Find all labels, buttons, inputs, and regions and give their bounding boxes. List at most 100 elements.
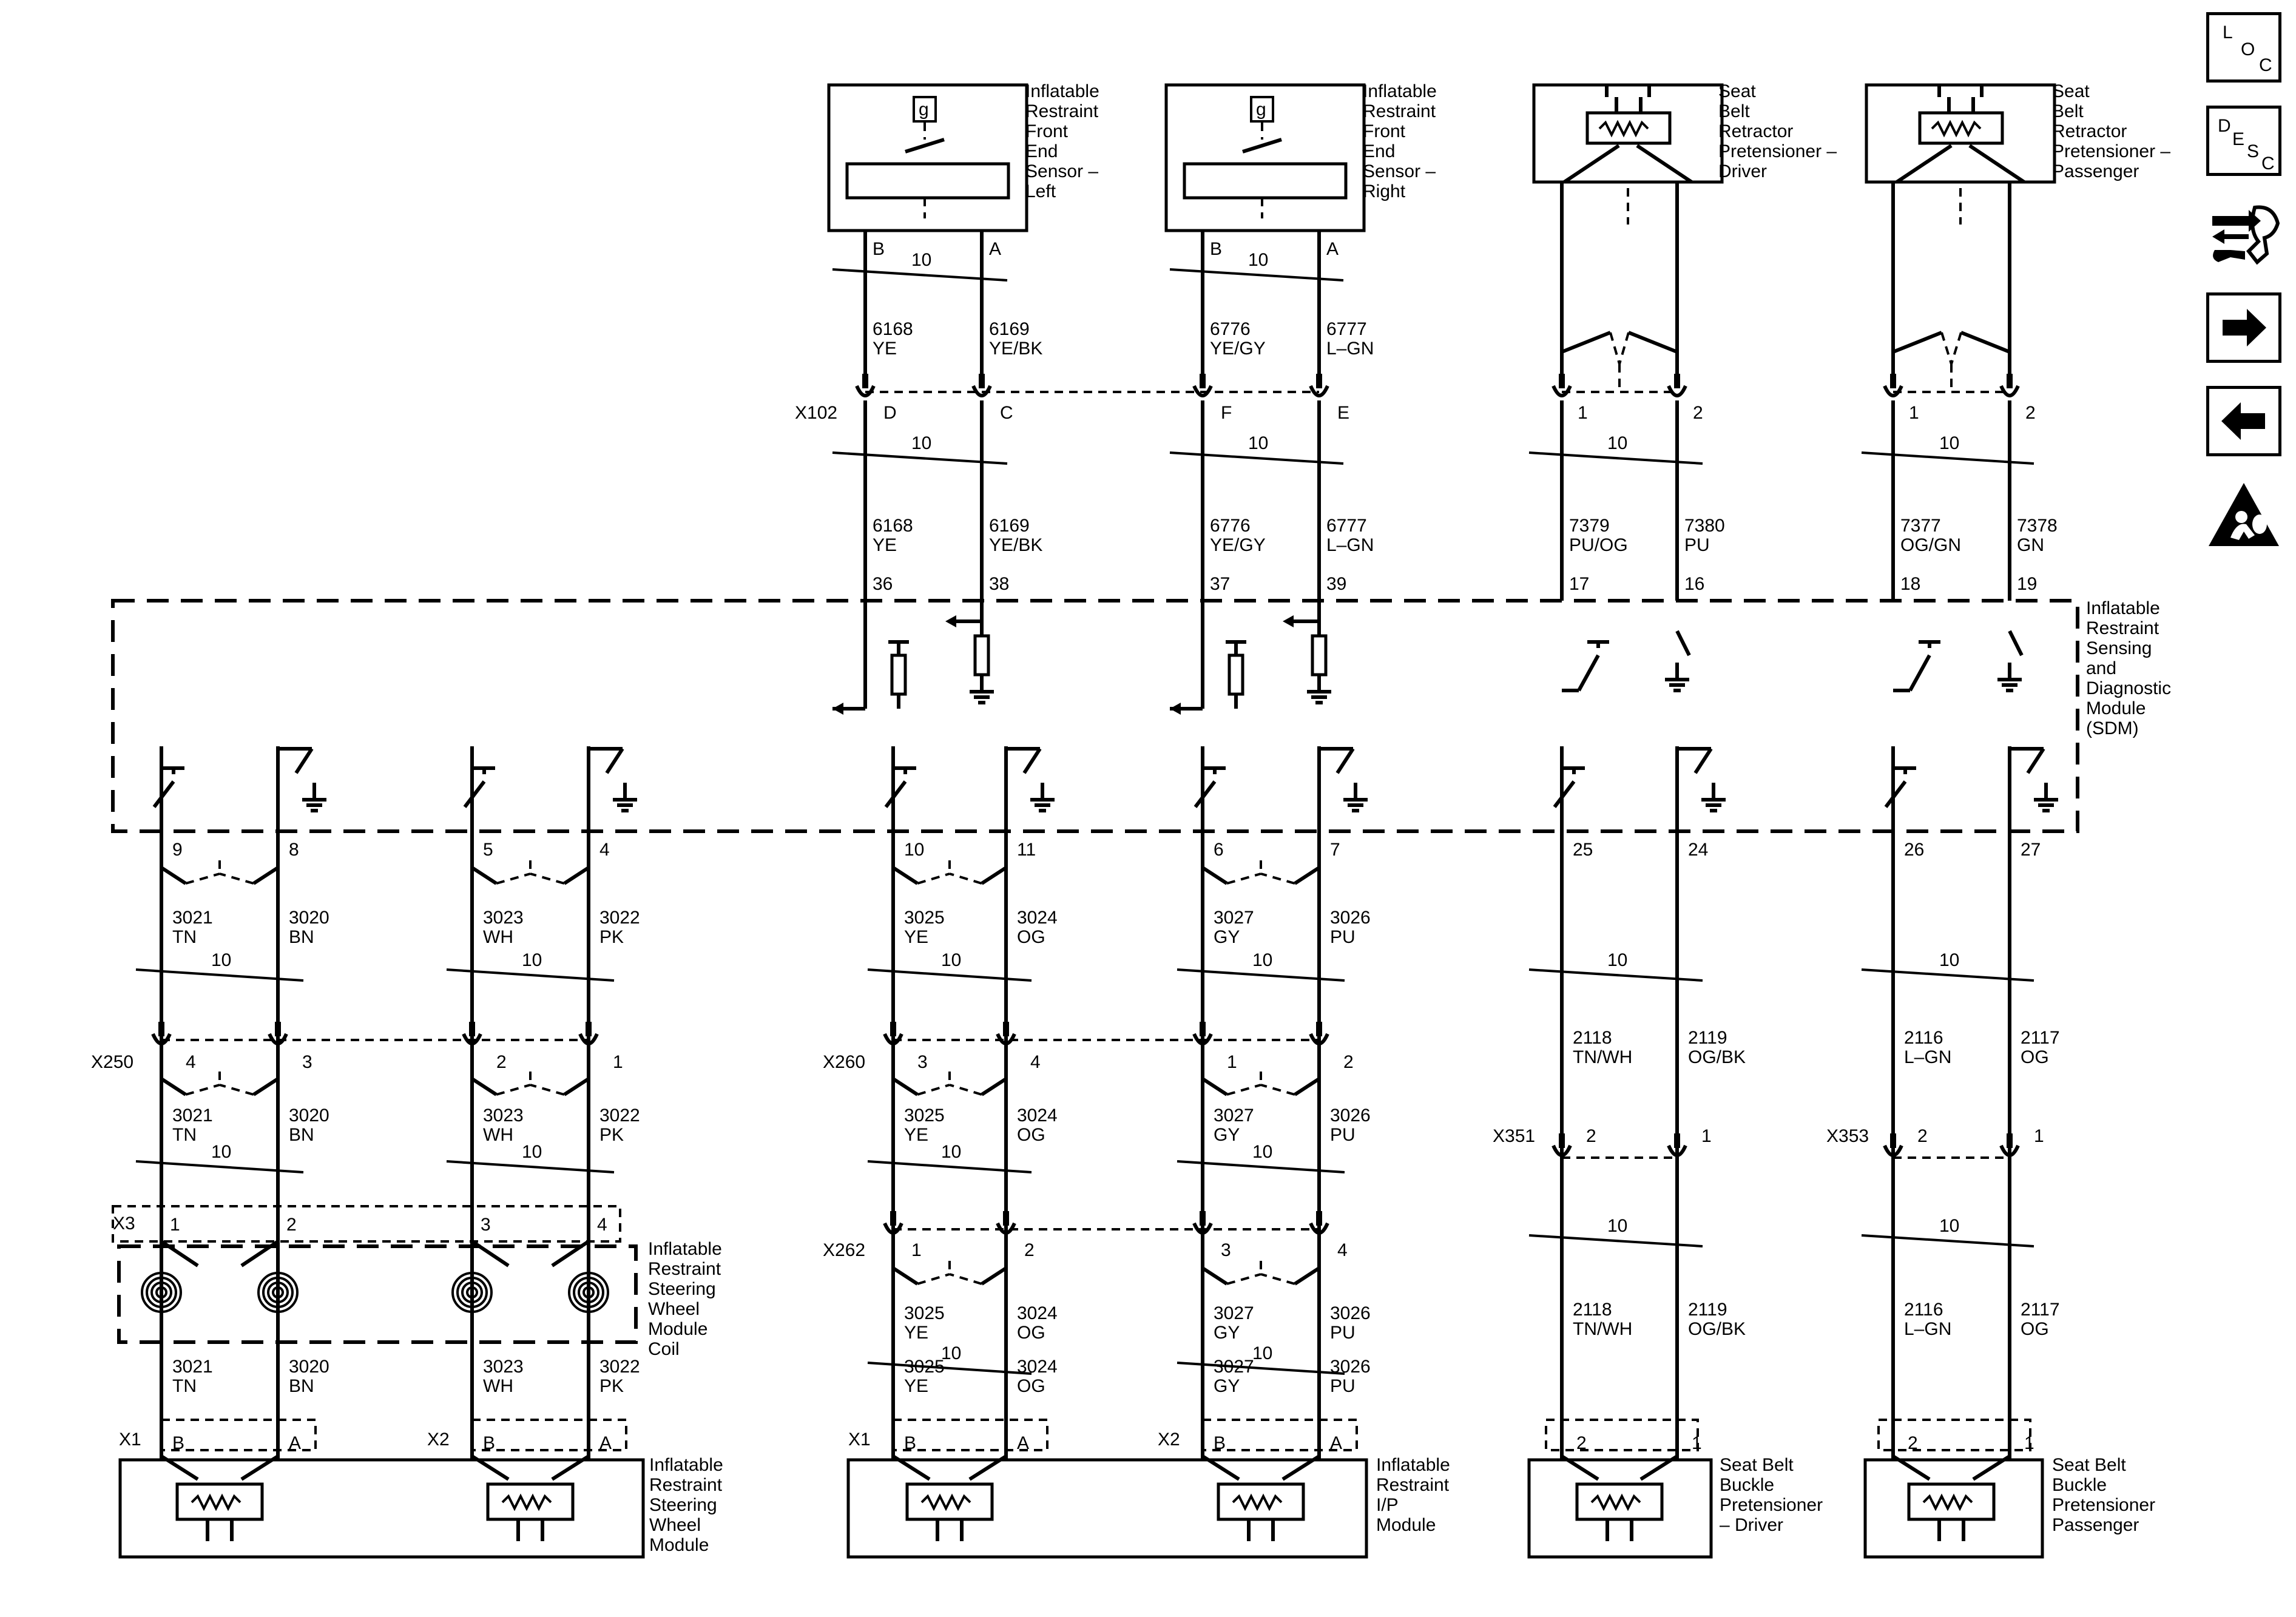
pair-cross (1294, 1266, 1320, 1286)
pair-cross (892, 1077, 919, 1096)
loc-letter-l: L (2223, 22, 2233, 42)
retractor-cross (1618, 332, 1630, 365)
retractor-x (1636, 144, 1693, 184)
squib-resistor-icon (1232, 1493, 1283, 1511)
switch-arm (1553, 780, 1576, 808)
pair-cross (1201, 866, 1228, 885)
female-terminal-icon (1999, 385, 2020, 397)
squib-resistor-icon (1922, 1493, 1973, 1511)
pair-cross (471, 1077, 498, 1096)
connector-repair-icon[interactable] (2206, 199, 2281, 269)
sensor-pin-label: A (989, 239, 1001, 259)
retractor-cross (1950, 332, 1962, 365)
female-terminal-icon (1999, 1144, 2020, 1157)
next-arrow-button[interactable] (2206, 292, 2281, 363)
squib-resistor-icon (191, 1493, 241, 1511)
switch-arm (1884, 780, 1907, 808)
retractor-pin-label: 2 (1693, 403, 1703, 423)
female-terminal-icon (1551, 1144, 1572, 1157)
module-pin-label: A (599, 1433, 612, 1453)
pair-cross (949, 1273, 982, 1285)
x260-pin-label: 4 (1030, 1052, 1041, 1072)
male-terminal-icon (1200, 1211, 1206, 1226)
pair-cross (1226, 1084, 1261, 1096)
male-terminal-icon (1003, 1022, 1009, 1036)
switch-arm (463, 780, 486, 808)
sdm-top-pin-label: 38 (989, 574, 1009, 594)
female-terminal-icon (996, 1222, 1016, 1235)
gauge-slash (1861, 1234, 2034, 1247)
module-pin-label: B (904, 1433, 916, 1453)
female-terminal-icon (1309, 1222, 1329, 1235)
buckle-passenger-conn (1877, 1419, 2031, 1451)
lower-wire-r1-circuit-label: 3022 (599, 908, 640, 928)
back-arrow-button[interactable] (2206, 386, 2281, 456)
top-wire-upper-circuit-label: 6777 (1326, 319, 1367, 339)
description-button[interactable]: D E S C (2206, 106, 2281, 176)
male-terminal-icon (469, 1022, 475, 1036)
retractor-resistor-icon (1598, 120, 1649, 138)
module-cross (240, 1454, 279, 1481)
retractor-pin-label: 1 (1578, 403, 1588, 423)
x2-steering-label: X2 (427, 1430, 450, 1450)
male-terminal-icon (1559, 374, 1565, 388)
clockspring-coil-icon (262, 1277, 294, 1308)
gauge-slash (867, 968, 1032, 982)
sensor-switch (905, 138, 945, 154)
male-terminal-icon (275, 1022, 281, 1036)
pair-cross (160, 866, 187, 885)
desc-letter-d: D (2218, 116, 2231, 136)
retractor-cross (1960, 331, 2011, 354)
retractor-passenger-box (1865, 83, 2056, 184)
male-terminal-icon (586, 1022, 592, 1036)
male-terminal-icon (1674, 1133, 1680, 1148)
lower-wire-belt-lower-color-label: L–GN (1904, 1319, 1951, 1339)
retractor-x (1968, 144, 2025, 184)
x3-pin-label: 2 (286, 1215, 297, 1235)
pair-cross (917, 1273, 950, 1285)
sdm-bottom-pin-label: 7 (1330, 840, 1340, 860)
sdm-top-pin-label: 39 (1326, 574, 1346, 594)
pair-cross (185, 873, 220, 885)
lower-wire-r2-circuit-label: 3024 (1017, 1106, 1058, 1126)
desc-letter-s: S (2247, 141, 2260, 161)
lower-wire-belt-upper-circuit-label: 2118 (1573, 1028, 1612, 1048)
gauge-label: 10 (1939, 433, 1959, 453)
coil-cross (160, 1240, 199, 1268)
gauge-label: 10 (941, 950, 961, 970)
gauge-slash (1169, 451, 1344, 465)
lower-wire-r3-circuit-label: 3027 (1214, 1357, 1254, 1377)
sensor-g-glyph: g (1256, 100, 1266, 120)
top-wire-lower-color-label: L–GN (1326, 535, 1374, 555)
lower-wire-r1-color-label: PK (599, 927, 624, 947)
gauge-slash (135, 968, 304, 982)
sensor-pin-label: B (1210, 239, 1222, 259)
sdm-bottom-pin-label: 24 (1688, 840, 1708, 860)
female-terminal-icon (1192, 385, 1213, 397)
male-terminal-icon (1890, 1133, 1896, 1148)
male-terminal-icon (158, 1022, 164, 1036)
gauge-label: 10 (1607, 950, 1627, 970)
lower-wire-r2-circuit-label: 3027 (1214, 1106, 1254, 1126)
top-wire-lower-circuit-label: 6777 (1326, 516, 1367, 536)
lower-wire-belt-upper-circuit-label: 2119 (1688, 1028, 1727, 1048)
lower-wire-belt-upper-circuit-label: 2116 (1904, 1028, 1943, 1048)
gauge-slash (446, 968, 615, 982)
lower-wire-belt-upper-color-label: TN/WH (1573, 1047, 1632, 1067)
module-cross (1639, 1454, 1678, 1481)
location-button[interactable]: L O C (2206, 12, 2281, 83)
female-terminal-icon (1309, 385, 1329, 397)
x1-steering-body (160, 1419, 317, 1451)
lower-wire-r1-color-label: OG (1017, 927, 1045, 947)
clockspring-coil-icon (456, 1277, 488, 1308)
x3-pin-label: 3 (481, 1215, 491, 1235)
lower-wire-r3-color-label: PU (1330, 1376, 1356, 1396)
gauge-slash (135, 1160, 304, 1173)
arrow-icon (832, 703, 843, 715)
sdm-top-pin-label: 17 (1569, 574, 1589, 594)
arrow-icon (945, 615, 956, 627)
retractor-cross (1561, 331, 1612, 354)
lower-wire-belt-upper-circuit-label: 2117 (2021, 1028, 2060, 1048)
gauge-slash (1528, 451, 1703, 465)
